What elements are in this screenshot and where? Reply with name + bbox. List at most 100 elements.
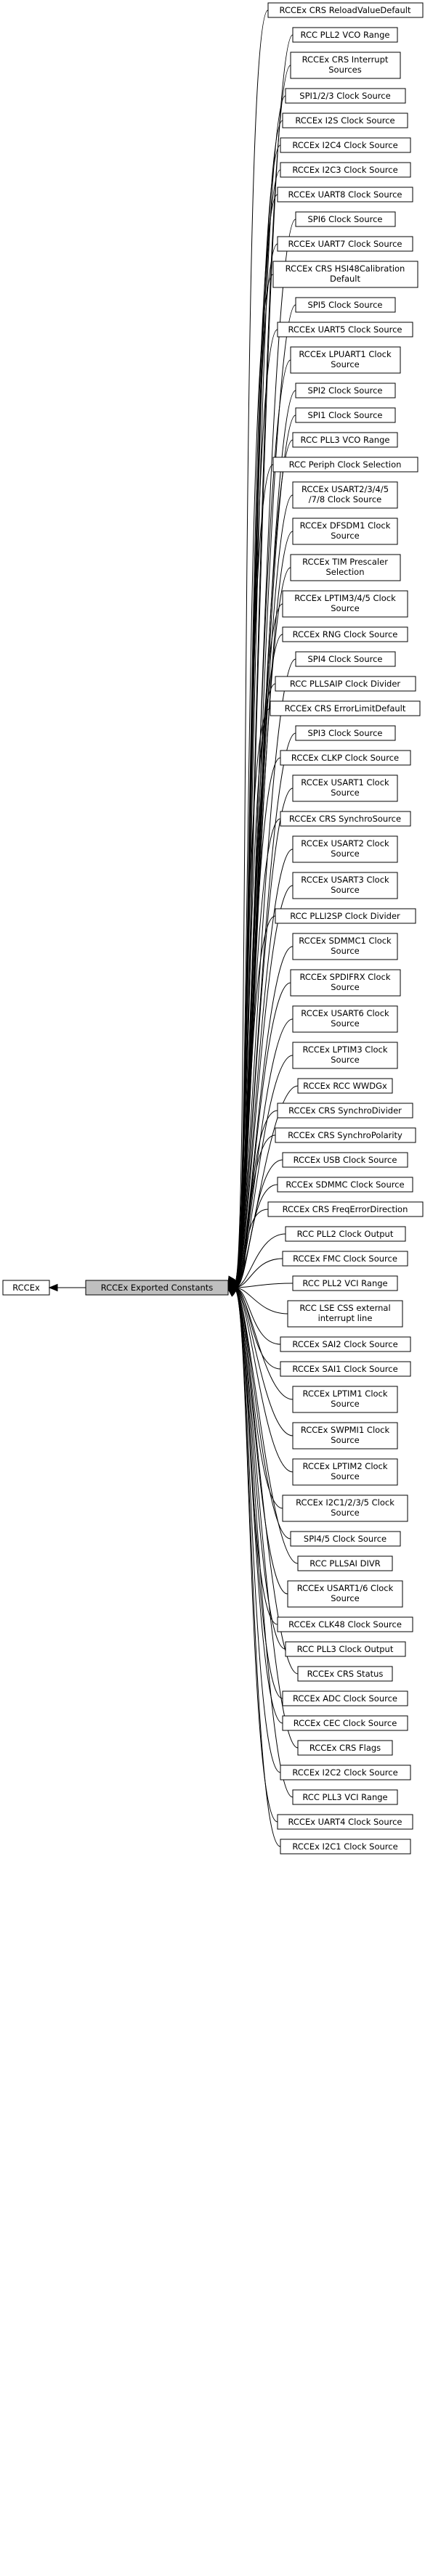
child-node-label: RCC PLL3 VCI Range [302,1792,387,1802]
dependency-edge [235,1287,281,1345]
child-node[interactable]: RCC PLLI2SP Clock Divider [275,908,416,924]
parent-node-label: RCCEx [12,1283,40,1293]
child-node[interactable]: RCCEx SAI2 Clock Source [280,1336,411,1352]
child-node[interactable]: RCC PLL3 VCI Range [292,1789,398,1805]
center-node[interactable]: RCCEx Exported Constants [85,1280,229,1296]
dependency-edge-arrowhead [227,1288,237,1297]
child-node[interactable]: RCCEx I2C3 Clock Source [280,162,411,178]
child-node[interactable]: RCCEx CRS SynchroSource [280,811,411,827]
child-node[interactable]: RCCEx CRS FreqErrorDirection [267,1201,424,1217]
child-node[interactable]: SPI1 Clock Source [295,407,396,423]
child-node[interactable]: RCC PLL2 VCO Range [292,27,398,43]
child-node[interactable]: RCCEx UART7 Clock Source [277,236,413,252]
child-node[interactable]: RCC PLL3 Clock Output [285,1641,406,1657]
child-node[interactable]: SPI4/5 Clock Source [290,1531,401,1547]
child-node[interactable]: RCCEx RNG Clock Source [282,626,408,642]
child-node[interactable]: RCCEx CRS SynchroPolarity [275,1127,416,1143]
child-node-box [295,211,396,227]
parent-node[interactable]: RCCEx [2,1280,50,1296]
child-node[interactable]: RCCEx SDMMC Clock Source [277,1177,413,1193]
child-node[interactable]: SPI5 Clock Source [295,297,396,313]
child-node-label: RCCEx ADC Clock Source [293,1693,397,1704]
child-node-label: RCCEx RNG Clock Source [293,629,398,639]
child-node-box [285,88,406,104]
child-node[interactable]: RCCEx CLK48 Clock Source [277,1616,413,1632]
child-node-box [292,774,398,802]
child-node[interactable]: RCCEx FMC Clock Source [282,1251,408,1267]
child-node-box [282,1495,408,1522]
child-node-label: RCCEx SAI2 Clock Source [292,1339,397,1349]
child-node-box [290,346,401,374]
child-node[interactable]: RCCEx CRS ReloadValueDefault [267,2,424,18]
center-node-label: RCCEx Exported Constants [101,1283,214,1293]
dependency-edge [235,885,294,1286]
child-node[interactable]: RCCEx CRS SynchroDivider [277,1103,413,1119]
child-node[interactable]: RCCEx RCC WWDGx [297,1078,393,1094]
child-node[interactable]: RCCEx CRS ErrorLimitDefault [270,700,421,716]
child-node[interactable]: RCCEx CLKP Clock Source [280,750,411,766]
child-node[interactable]: RCC PLL2 Clock Output [285,1226,406,1242]
child-node[interactable]: RCCEx CRS Flags [297,1740,393,1756]
child-node[interactable]: SPI6 Clock Source [295,211,396,227]
child-node[interactable]: RCCEx CRS Status [297,1666,393,1682]
child-node[interactable]: RCCEx I2C4 Clock Source [280,137,411,153]
child-node[interactable]: RCCEx I2C1 Clock Source [280,1839,411,1855]
parent-edge [48,1283,86,1292]
child-node-box [292,1042,398,1069]
child-node-box [275,908,416,924]
child-node[interactable]: RCC PLLSAI DIVR [297,1555,393,1571]
child-node-box [277,1814,413,1830]
child-node[interactable]: SPI3 Clock Source [295,725,396,741]
child-node-box [295,383,396,398]
child-node[interactable]: RCCEx ADC Clock Source [282,1690,408,1706]
child-node-box [290,554,401,581]
child-node[interactable]: RCCEx SAI1 Clock Source [280,1361,411,1377]
child-node[interactable]: RCCEx UART8 Clock Source [277,187,413,203]
child-node[interactable]: RCCEx UART5 Clock Source [277,322,413,338]
dependency-edge [235,1233,286,1288]
child-node[interactable]: RCCEx USART2/3/4/5/7/8 Clock Source [292,481,398,509]
child-node[interactable]: SPI2 Clock Source [295,383,396,398]
child-node[interactable]: RCCEx CEC Clock Source [282,1715,408,1731]
child-node-box [280,1765,411,1780]
child-node[interactable]: SPI1/2/3 Clock Source [285,88,406,104]
child-node[interactable]: RCCEx USB Clock Source [282,1152,408,1168]
child-node[interactable]: RCCEx UART4 Clock Source [277,1814,413,1830]
child-node[interactable]: RCCEx I2C2 Clock Source [280,1765,411,1780]
child-node[interactable]: RCCEx I2S Clock Source [282,113,408,128]
child-node[interactable]: RCC Periph Clock Selection [272,457,418,473]
child-node[interactable]: RCC PLL2 VCI Range [292,1275,398,1291]
child-node[interactable]: SPI4 Clock Source [295,651,396,667]
child-node-box [280,750,411,766]
child-node-label: RCC PLLSAIP Clock Divider [290,679,401,689]
child-node[interactable]: RCC PLLSAIP Clock Divider [275,676,416,692]
child-node[interactable]: RCC PLL3 VCO Range [292,432,398,448]
child-node-box [282,1251,408,1267]
child-node-label: RCCEx CRS FreqErrorDirection [283,1204,408,1214]
child-node-box [297,1666,393,1682]
child-node-box [277,236,413,252]
